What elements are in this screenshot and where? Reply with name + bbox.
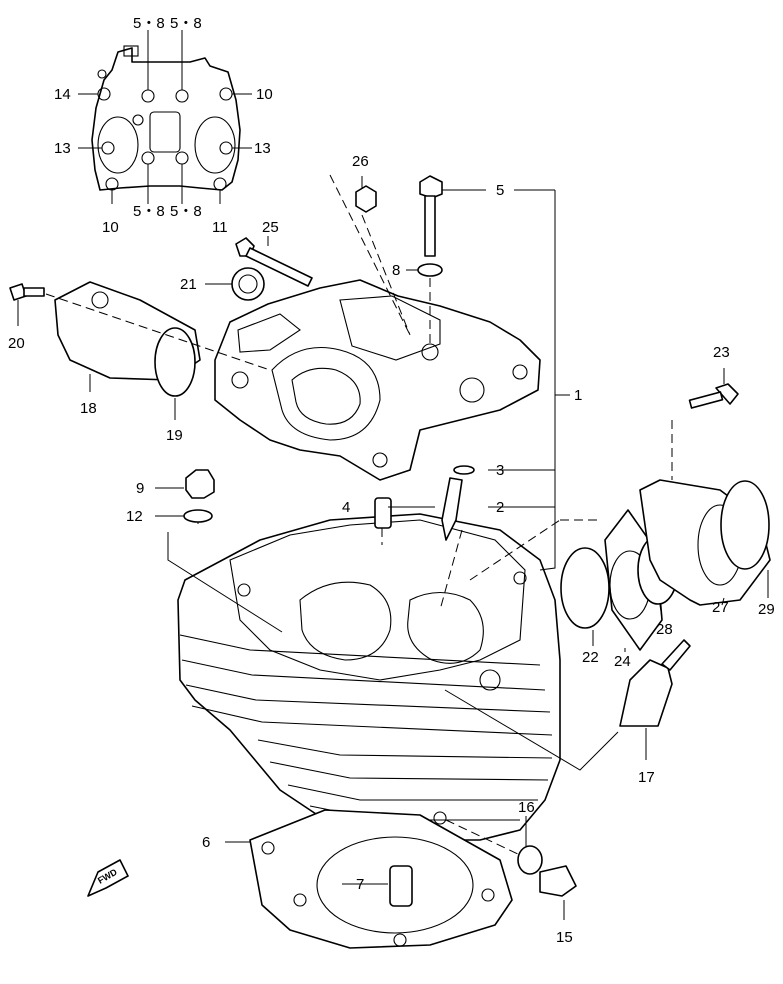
washer [183,509,213,523]
drain-gasket [517,845,543,875]
inset-label-11: 11 [212,219,228,236]
bolt-tightening-inset [78,30,252,204]
cover-bolt [235,237,313,287]
inset-label-5-8-bottom-right: 5・8 [170,203,202,220]
cylinder-head [177,513,561,841]
cap-bolt [9,283,45,301]
intake-bolt [688,383,739,409]
inset-label-5-8-top-right: 5・8 [170,15,202,32]
inset-label-14: 14 [54,86,71,103]
callout-9: 9 [136,480,144,497]
cap-o-ring [154,327,196,397]
callout-2: 2 [496,499,504,516]
inset-label-13-right: 13 [254,140,271,157]
dowel-pin [389,865,413,907]
inset-label-5-8-top-left: 5・8 [133,15,165,32]
callout-17: 17 [638,769,655,786]
oil-seal [231,267,265,301]
leader-lines [17,174,769,920]
inset-label-10-right: 10 [256,86,273,103]
callout-6: 6 [202,834,210,851]
callout-23: 23 [713,344,730,361]
callout-21: 21 [180,276,197,293]
callout-12: 12 [126,508,143,525]
spark-plug [619,639,691,727]
callout-7: 7 [356,876,364,893]
callout-26: 26 [352,153,369,170]
cylinder-head-cover [214,279,541,481]
cap-nut [355,185,377,213]
callout-20: 20 [8,335,25,352]
head-bolt [419,175,443,257]
callout-24: 24 [614,653,631,670]
callout-4: 4 [342,499,350,516]
callout-15: 15 [556,929,573,946]
inset-label-5-8-bottom-left: 5・8 [133,203,165,220]
intake-gasket-ring [560,547,610,629]
callout-16: 16 [518,799,535,816]
plug [441,477,463,541]
callout-22: 22 [582,649,599,666]
o-ring [453,465,475,475]
callout-29: 29 [758,601,775,618]
callout-8: 8 [392,262,400,279]
flange-nut [185,469,215,499]
callout-18: 18 [80,400,97,417]
callout-28: 28 [656,621,673,638]
callout-5: 5 [496,182,504,199]
callout-25: 25 [262,219,279,236]
callout-19: 19 [166,427,183,444]
forward-arrow-icon: FWD [87,859,129,897]
drain-plug [539,865,577,897]
washer-bolt [417,263,443,277]
head-gasket [249,809,513,949]
inset-label-10-bottom: 10 [102,219,119,236]
dowel-pin-upper [374,497,392,529]
intake-clamp [720,480,770,570]
callout-27: 27 [712,599,729,616]
inset-label-13-left: 13 [54,140,71,157]
callout-3: 3 [496,462,504,479]
callout-1: 1 [574,387,582,404]
